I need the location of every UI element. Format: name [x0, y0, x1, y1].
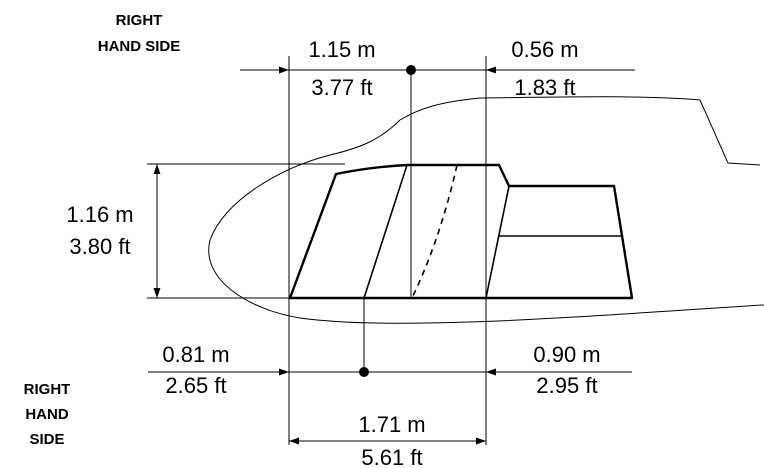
seat-divider-1: [363, 164, 408, 299]
seat-area-outline: [288, 163, 634, 300]
side-label-top-line1: RIGHT: [116, 12, 163, 29]
top-center-dot: [406, 65, 416, 75]
dim-total-ft: 5.61 ft: [361, 445, 422, 468]
dim-bottom-right-m: 0.90 m: [533, 342, 600, 367]
side-label-bottom-line1: RIGHT: [24, 381, 71, 398]
bottom-center-dot: [359, 367, 369, 377]
dim-top-left-ft: 3.77 ft: [311, 75, 372, 100]
dim-top-right-m: 0.56 m: [511, 37, 578, 62]
side-label-top-line2: HAND SIDE: [98, 38, 181, 55]
dim-top-left-m: 1.15 m: [308, 37, 375, 62]
dim-height-m: 1.16 m: [66, 202, 133, 227]
seat-divider-dashed: [411, 164, 458, 299]
dim-bottom-right-ft: 2.95 ft: [536, 373, 597, 398]
dim-height-ft: 3.80 ft: [69, 234, 130, 259]
fuselage-outline: [208, 96, 764, 324]
dim-bottom-left-m: 0.81 m: [162, 342, 229, 367]
dim-total-m: 1.71 m: [358, 412, 425, 437]
side-label-bottom-line3: SIDE: [29, 431, 64, 448]
dim-top-right-ft: 1.83 ft: [514, 75, 575, 100]
seat-divider-2: [485, 185, 510, 299]
side-label-bottom-line2: HAND: [25, 406, 68, 423]
dim-bottom-left-ft: 2.65 ft: [165, 373, 226, 398]
